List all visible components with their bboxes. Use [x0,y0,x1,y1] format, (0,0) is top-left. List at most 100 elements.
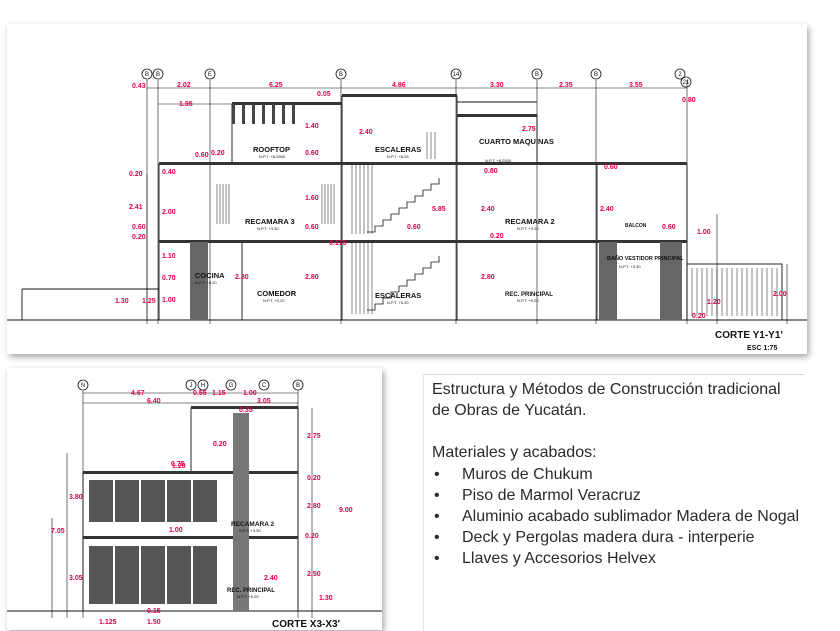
rooftop-pergola [232,104,295,124]
room-label: REC. PRINCIPAL [505,292,553,298]
construction-method-title: Estructura y Métodos de Construcción tra… [432,381,781,419]
axis-label: H [201,383,205,389]
dim-label: 2.80 [235,274,249,281]
axis-label: B [156,72,160,78]
room-npt: N.P.T. +0.20 [387,300,409,305]
dim-label: 1.50 [147,619,161,626]
dim-label: 0.20 [129,171,143,178]
room-label: RECAMARA 3 [245,217,295,226]
room-npt: N.P.T. +8.2500 [485,158,512,163]
axis-label: 14 [453,72,460,78]
axis-label: B [296,383,300,389]
dim-label: 0.05 [317,91,331,98]
list-item: Piso de Marmol Veracruz [432,485,802,506]
dim-label: 6.40 [147,398,161,405]
dim-label: 0.20 [211,150,225,157]
list-item: Llaves y Accesorios Helvex [432,548,802,569]
floor-slabs [83,406,298,539]
dim-label: 1.00 [169,527,183,534]
hatched-walls [190,242,682,320]
room-label: CUARTO MAQUINAS [479,137,554,146]
dim-label: 0.60 [407,224,421,231]
axis-label: B [339,72,343,78]
list-item: Muros de Chukum [432,464,802,485]
dim-label: 1.00 [697,229,711,236]
room-label: ESCALERAS [375,145,421,154]
dim-label: 0.43 [132,83,146,90]
stairs [367,178,440,311]
dim-label: 9.00 [339,507,353,514]
dim-label: 3.05 [257,398,271,405]
room-npt: N.P.T. +3.30 [619,264,641,269]
room-npt: N.P.T. +0.20 [517,298,539,303]
dim-label: 2.75 [522,126,536,133]
louver-panels [216,132,778,316]
dim-label: 1.40 [305,123,319,130]
dim-label: 1.95 [179,101,193,108]
dim-label: 0.70 [162,275,176,282]
axis-label: B [535,72,539,78]
dim-label: 1.15 [212,390,226,397]
axis-label: J [190,383,193,389]
dim-label: 2.80 [307,503,321,510]
dim-label: 0.60 [305,224,319,231]
room-label: RECAMARA 2 [231,521,274,528]
scale-label: ESC 1:75 [747,345,777,352]
section-x3-svg: N J H G C B 4.67 0.55 1.15 1.00 6.40 3.0… [7,379,382,630]
axis-label: C [262,383,267,389]
dim-label: 1.00 [162,297,176,304]
dim-label: 1.125 [99,619,117,626]
section-drawing-x3: N J H G C B 4.67 0.55 1.15 1.00 6.40 3.0… [7,368,382,630]
room-npt: N.P.T. +0.20 [237,594,259,599]
dim-label: 2.75 [307,433,321,440]
room-label: ROOFTOP [253,145,290,154]
dim-label: 0.75 [171,461,185,468]
dim-label: 0.80 [682,97,696,104]
room-label: RECAMARA 2 [505,217,555,226]
dim-label: 2.40 [481,206,495,213]
section-cut-label: CORTE X3-X3' [272,619,340,630]
dim-label: 0.20 [213,441,227,448]
room-label: ESCALERAS [375,291,421,300]
dim-label: 2.40 [600,206,614,213]
room-npt: N.P.T. +8.2500 [259,154,286,159]
list-item: Deck y Pergolas madera dura - interperie [432,527,802,548]
room-npt: N.P.T. +3.30 [239,528,261,533]
dim-label: 3.55 [629,82,643,89]
dim-label: 3.30 [490,82,504,89]
dim-label: 4.67 [131,390,145,397]
axis-label: E [208,72,212,78]
dim-label: 0.60 [604,164,618,171]
dim-label: 2.40 [359,129,373,136]
dim-label: 2.35 [559,82,573,89]
axis-label: B [145,72,149,78]
room-label: COMEDOR [257,289,297,298]
dim-label: 0.20 [307,475,321,482]
dim-label: 2.80 [305,274,319,281]
room-label: BAÑO VESTIDOR PRINCIPAL [607,255,684,262]
dim-label: 4.86 [392,82,406,89]
axis-label: N [81,383,85,389]
dim-label: 2.00 [773,291,787,298]
axis-label: 2 [678,72,682,78]
room-npt: N.P.T. +3.30 [257,226,279,231]
axis-markers: B B E B 14 B B 2 21 [141,68,692,88]
dim-label: 5.85 [432,206,446,213]
dim-label: 6.25 [269,82,283,89]
dim-label: 0.175 [329,240,347,247]
dim-label: 1.20 [707,299,721,306]
glass-panels [89,480,217,604]
dim-label: 0.80 [484,168,498,175]
dim-label: 0.35 [239,407,253,414]
materials-heading: Materiales y acabados: [432,444,597,461]
dim-label: 0.60 [195,152,209,159]
room-npt: N.P.T. +8.25 [387,154,409,159]
dim-label: 2.02 [177,82,191,89]
dim-label: 0.20 [305,533,319,540]
dim-label: 2.41 [129,204,143,211]
dim-label: 3.05 [69,575,83,582]
dim-label: 2.50 [307,571,321,578]
dim-label: 1.10 [162,253,176,260]
section-cut-label: CORTE Y1-Y1' [715,330,783,341]
dim-label: 1.25 [142,298,156,305]
